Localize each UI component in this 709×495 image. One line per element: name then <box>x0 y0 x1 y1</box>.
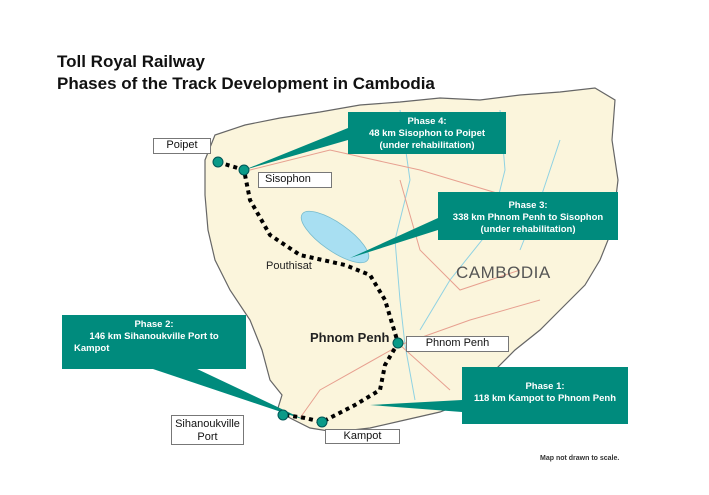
callout-pointer-phase3 <box>350 218 438 258</box>
phase4-status: (under rehabilitation) <box>379 140 475 151</box>
station-kampot <box>316 416 328 428</box>
phase1-heading: Phase 1: <box>525 381 565 392</box>
callout-phase4: Phase 4: 48 km Sisophon to Poipet (under… <box>348 112 506 154</box>
label-sihanoukville-port: Sihanoukville Port <box>171 415 244 445</box>
phase3-status: (under rehabilitation) <box>480 224 576 235</box>
sihanoukville-line-1: Sihanoukville <box>175 418 240 430</box>
phase1-detail: 118 km Kampot to Phnom Penh <box>474 393 616 404</box>
station-sihanoukville <box>277 409 289 421</box>
label-kampot: Kampot <box>325 429 400 444</box>
title-line-1: Toll Royal Railway <box>57 52 206 71</box>
scale-note: Map not drawn to scale. <box>540 455 620 462</box>
phase3-detail: 338 km Phnom Penh to Sisophon <box>452 212 604 223</box>
station-phnom-penh <box>392 337 404 349</box>
callout-phase1: Phase 1: 118 km Kampot to Phnom Penh <box>462 367 628 424</box>
label-poipet: Poipet <box>153 138 211 154</box>
phase4-heading: Phase 4: <box>407 116 447 127</box>
station-sisophon <box>238 164 250 176</box>
callout-phase2: Phase 2: 146 km Sihanoukville Port to Ka… <box>62 315 246 369</box>
label-pouthisat: Pouthisat <box>266 260 312 272</box>
phase4-detail: 48 km Sisophon to Poipet <box>368 128 486 139</box>
phase2-detail: 146 km Sihanoukville Port to <box>89 331 219 342</box>
phase3-heading: Phase 3: <box>508 200 548 211</box>
label-phnom-penh-capital: Phnom Penh <box>310 330 390 345</box>
callout-phase3: Phase 3: 338 km Phnom Penh to Sisophon (… <box>438 192 618 240</box>
label-sisophon: Sisophon <box>258 172 332 188</box>
sihanoukville-line-2: Port <box>197 431 218 443</box>
railway-line <box>217 160 401 425</box>
tonle-sap-lake <box>300 210 370 264</box>
title-line-2: Phases of the Track Development in Cambo… <box>57 74 435 93</box>
callout-pointer-phase2 <box>150 368 305 420</box>
label-cambodia: CAMBODIA <box>456 263 551 282</box>
callout-pointer-phase4 <box>244 128 348 170</box>
callout-pointer-phase1 <box>370 400 462 412</box>
station-poipet <box>212 156 224 168</box>
phase2-detail-2: Kampot <box>74 343 110 354</box>
phase2-heading: Phase 2: <box>134 319 174 330</box>
label-phnom-penh-station: Phnom Penh <box>406 336 509 352</box>
